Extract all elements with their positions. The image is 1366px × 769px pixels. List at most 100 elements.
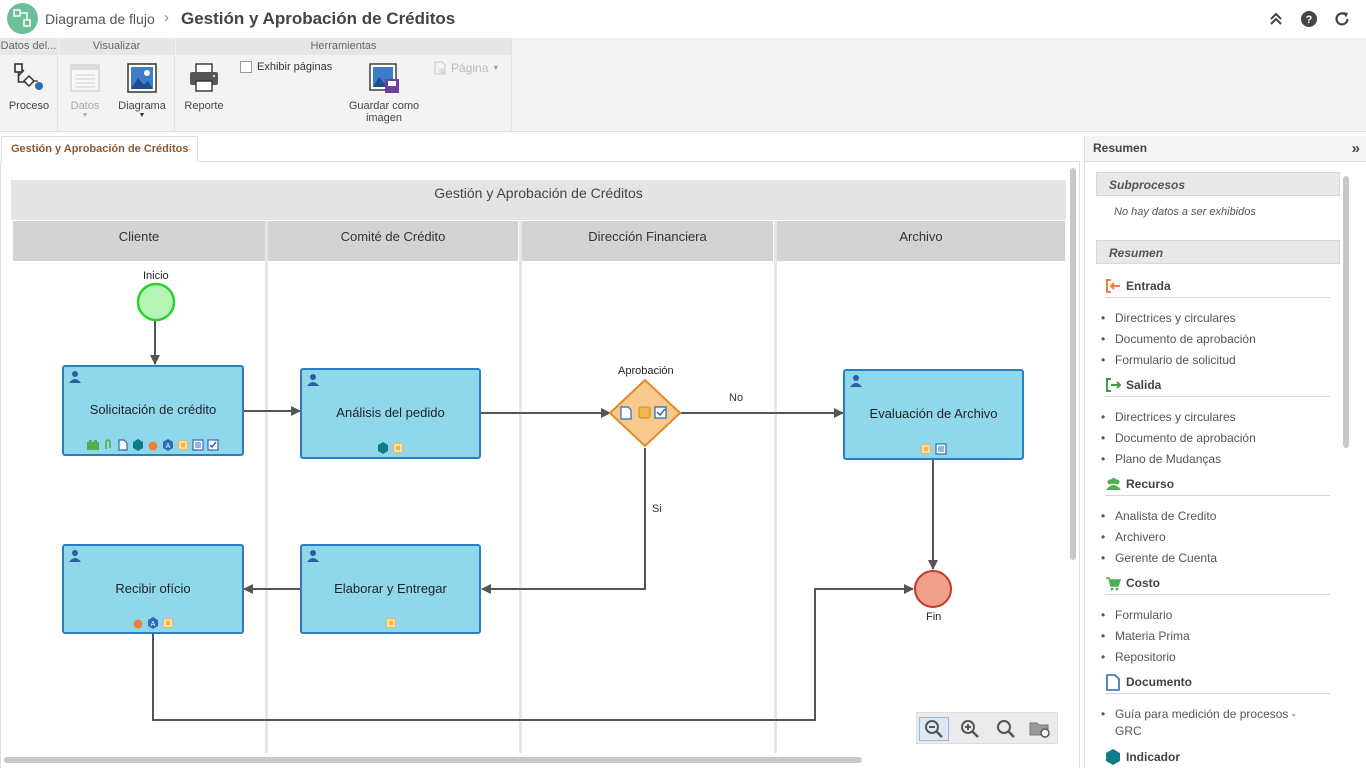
zoom-out-icon — [925, 720, 943, 738]
pool-title: Gestión y Aprobación de Créditos — [11, 180, 1066, 220]
image-icon — [127, 63, 157, 93]
datos-button[interactable]: Datos ▼ — [65, 62, 105, 120]
refresh-icon[interactable] — [1333, 10, 1351, 28]
task-label: Elaborar y Entregar — [334, 581, 447, 596]
pagina-dropdown[interactable]: Página ▼ — [433, 61, 499, 75]
note-icon — [177, 439, 189, 451]
pagina-label: Página — [451, 61, 489, 75]
risk-icon — [133, 619, 143, 629]
section-resumen[interactable]: Resumen — [1096, 240, 1340, 264]
side-scrollbar[interactable] — [1343, 176, 1349, 448]
zoom-fit-button[interactable] — [991, 717, 1021, 741]
datos-label: Datos — [70, 100, 100, 112]
diagrama-label: Diagrama — [118, 100, 166, 112]
zoom-out-button[interactable] — [919, 717, 949, 741]
document-icon — [1106, 674, 1120, 691]
end-event[interactable] — [914, 570, 952, 608]
task-label: Solicitación de crédito — [89, 402, 217, 417]
list-item: Gerente de Cuenta — [1101, 550, 1217, 567]
recurso-icon — [1106, 478, 1121, 490]
section-subprocesos[interactable]: Subprocesos — [1096, 172, 1340, 196]
page-title: Gestión y Aprobación de Créditos — [181, 9, 456, 28]
list-item: Archivero — [1101, 529, 1166, 546]
ribbon-group-title: Visualizar — [59, 38, 174, 55]
list-item: Documento de aprobación — [1101, 430, 1256, 447]
indicator-icon — [378, 442, 388, 454]
ribbon-group-visualizar: Visualizar Datos ▼ Diagrama ▼ — [59, 38, 175, 132]
chevron-down-icon: ▼ — [492, 64, 500, 72]
control-icon: A — [163, 439, 173, 451]
search-icon — [997, 720, 1015, 738]
resource-icon — [87, 440, 99, 450]
lane-comite — [268, 261, 518, 753]
task-elaborar[interactable]: Elaborar y Entregar — [300, 544, 481, 634]
task-recibir[interactable]: Recibir ofício A — [62, 544, 244, 634]
user-task-icon — [307, 550, 319, 562]
proceso-button[interactable]: Proceso — [4, 62, 54, 112]
task-label: Análisis del pedido — [336, 405, 445, 420]
form-icon — [192, 439, 204, 451]
guardar-label: Guardar como imagen — [348, 100, 420, 124]
task-solicitacion[interactable]: Solicitación de crédito A — [62, 365, 244, 456]
save-image-icon — [369, 63, 399, 93]
task-label: Recibir ofício — [115, 581, 191, 596]
user-task-icon — [69, 550, 81, 562]
diagrama-button[interactable]: Diagrama ▼ — [116, 62, 168, 120]
task-marks — [302, 617, 479, 629]
folder-zoom-button[interactable] — [1025, 717, 1055, 741]
flow-label-no: No — [729, 392, 744, 404]
indicator-icon — [133, 439, 143, 451]
guardar-imagen-button[interactable]: Guardar como imagen — [342, 62, 426, 124]
indicator-icon — [1106, 749, 1120, 765]
lane-cliente — [13, 261, 265, 753]
category-entrada: Entrada — [1105, 278, 1330, 298]
flow-label-si: Si — [652, 503, 662, 515]
category-label: Salida — [1126, 378, 1162, 392]
task-marks: A — [64, 439, 242, 451]
start-event[interactable] — [136, 282, 176, 322]
document-icon — [620, 406, 632, 420]
app-logo-icon — [7, 3, 38, 34]
entrada-icon — [1106, 279, 1120, 293]
list-item: Formulario — [1101, 607, 1172, 624]
printer-icon — [190, 63, 218, 92]
svg-text:?: ? — [1306, 14, 1313, 26]
end-label: Fin — [926, 611, 942, 623]
summary-panel: Resumen » Subprocesos No hay datos a ser… — [1084, 136, 1366, 768]
collapse-up-icon[interactable] — [1267, 10, 1285, 28]
salida-icon — [1106, 378, 1121, 392]
flow-gateway-si — [481, 448, 646, 594]
collapse-panel-icon[interactable]: » — [1351, 140, 1360, 157]
category-label: Costo — [1126, 576, 1160, 590]
help-icon[interactable]: ? — [1300, 10, 1318, 28]
reporte-button[interactable]: Reporte — [182, 62, 226, 112]
task-evaluacion[interactable]: Evaluación de Archivo — [843, 369, 1024, 460]
chevron-down-icon: ▼ — [138, 112, 146, 119]
horizontal-scrollbar[interactable] — [4, 757, 862, 763]
user-task-icon — [69, 371, 81, 383]
proceso-label: Proceso — [8, 100, 50, 112]
list-item: Plano de Mudanças — [1101, 451, 1221, 468]
ribbon-group-title: Herramientas — [176, 38, 511, 55]
task-label: Evaluación de Archivo — [869, 406, 998, 421]
start-label: Inicio — [143, 270, 169, 282]
exhibir-paginas-checkbox[interactable]: Exhibir páginas — [240, 61, 332, 73]
vertical-scrollbar[interactable] — [1070, 168, 1076, 560]
breadcrumb-parent[interactable]: Diagrama de flujo — [45, 11, 155, 27]
list-item: Directrices y circulares — [1101, 409, 1236, 426]
lane-archivo — [777, 261, 1065, 753]
note-icon — [920, 443, 932, 455]
zoom-in-button[interactable] — [955, 717, 985, 741]
risk-icon — [148, 441, 158, 451]
note-icon — [162, 617, 174, 629]
subprocesos-empty: No hay datos a ser exhibidos — [1114, 206, 1256, 218]
summary-panel-header: Resumen » — [1085, 136, 1366, 162]
checkbox-box[interactable] — [240, 61, 252, 73]
lane-header-cliente: Cliente — [13, 221, 265, 261]
flow-recibir-to-fin — [152, 584, 914, 721]
lane-divider — [265, 221, 268, 753]
tab-diagram[interactable]: Gestión y Aprobación de Créditos — [1, 136, 199, 162]
task-analisis[interactable]: Análisis del pedido — [300, 368, 481, 459]
lane-divider — [519, 221, 522, 753]
